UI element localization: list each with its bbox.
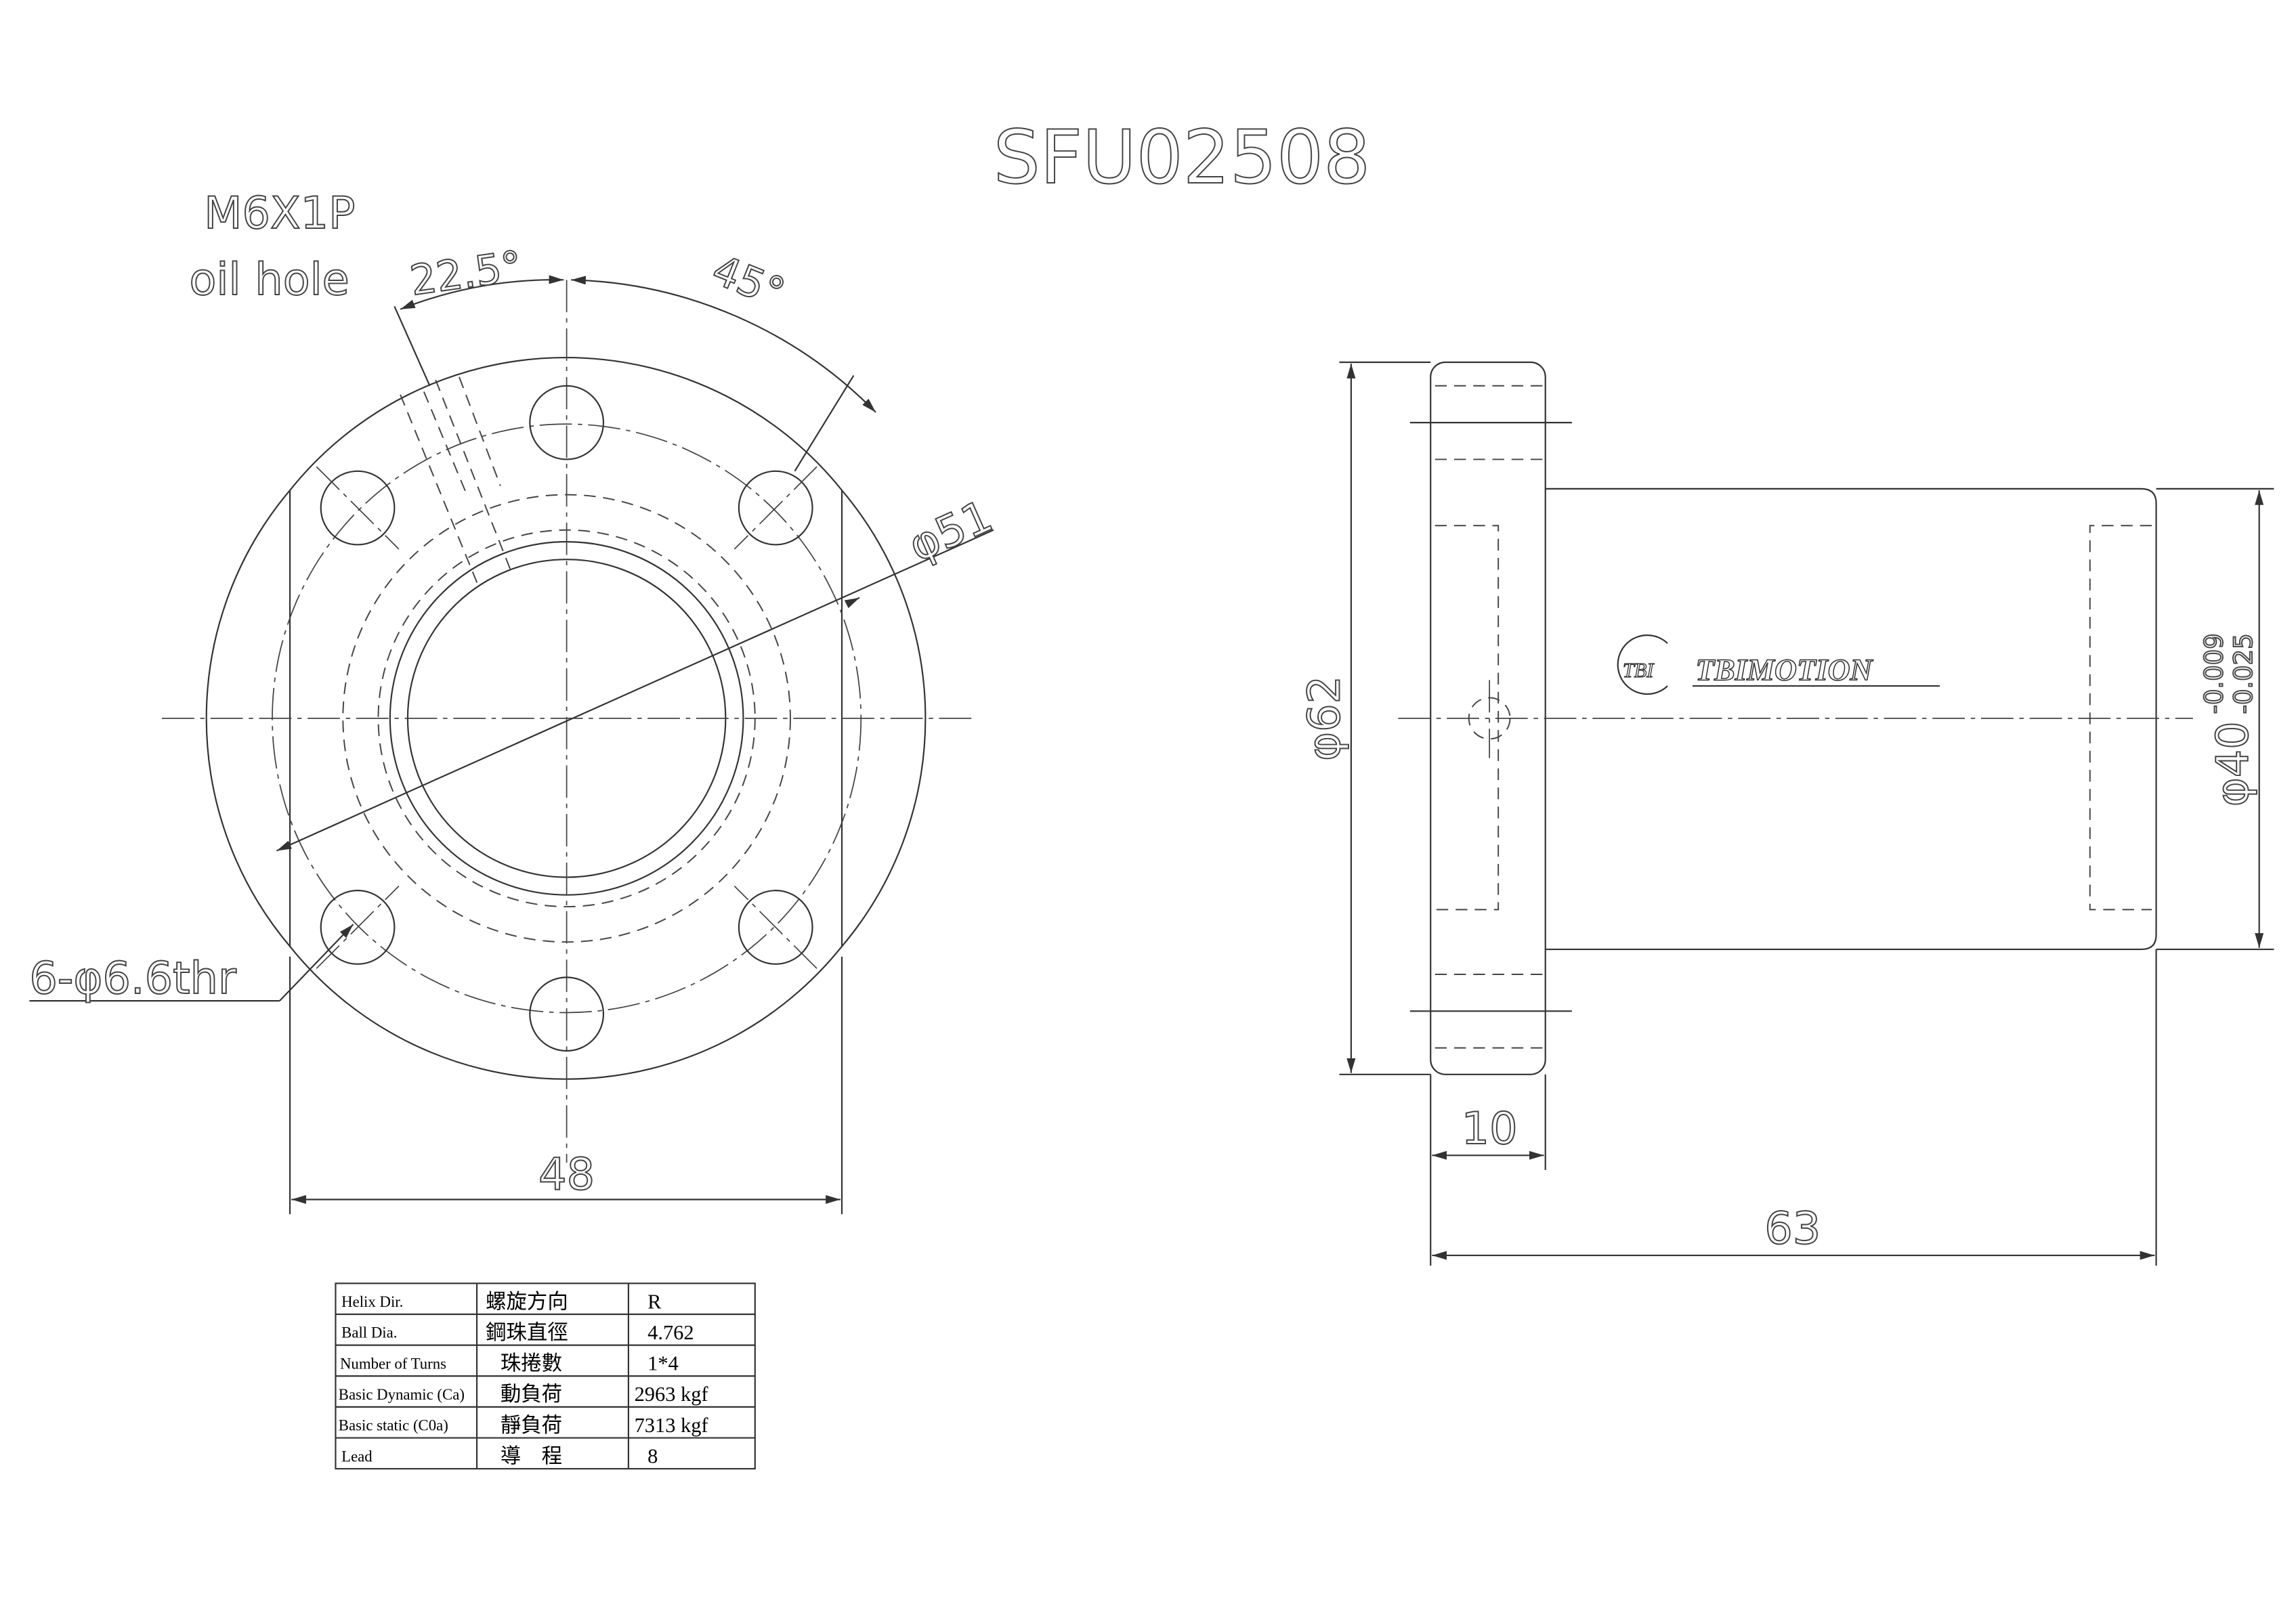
tol-lower: -0.025 [2229,633,2258,714]
side-view: TBI TBIMOTION φ62 10 63 φ40 -0.009 -0.02… [1298,361,2274,1266]
oil-hole [394,305,513,586]
mount-holes-label: 6-φ6.6thr [29,953,236,1004]
drawing-title: SFU02508 [994,114,1371,200]
bolt-holes [316,385,817,1052]
body-dia-label: φ40 [2207,721,2258,806]
flange-thick-label: 10 [1462,1103,1518,1154]
row-val: 1*4 [647,1352,679,1375]
logo-mark: TBI [1623,659,1655,682]
row-val: 4.762 [647,1321,694,1344]
row-en: Basic Dynamic (Ca) [339,1386,465,1403]
row-zh: 導 程 [501,1444,562,1467]
row-val: 2963 kgf [635,1383,709,1406]
bolt-circle-label: φ51 [901,490,1000,572]
angle-holes-label: 45° [706,246,791,318]
row-en: Number of Turns [340,1355,446,1372]
row-zh: 螺旋方向 [486,1290,568,1313]
spec-table: Helix Dir. 螺旋方向 R Ball Dia. 鋼珠直徑 4.762 N… [335,1282,756,1470]
row-en: Lead [341,1448,373,1465]
tbi-logo: TBI TBIMOTION [1617,634,1940,695]
front-view: M6X1P oil hole 22.5° 45° φ51 6-φ6.6thr 4… [28,187,1001,1215]
row-en: Basic static (C0a) [339,1417,448,1434]
oil-hole-thread: M6X1P [204,188,355,239]
row-zh: 靜負荷 [501,1414,562,1437]
row-zh: 動負荷 [501,1383,562,1406]
tol-upper: -0.009 [2199,633,2228,714]
oil-hole-label: oil hole [190,254,349,305]
flat-width-label: 48 [538,1148,595,1200]
length-label: 63 [1764,1203,1821,1255]
angle-oil-label: 22.5° [407,242,525,305]
row-val: 8 [647,1444,658,1467]
row-en: Ball Dia. [341,1324,397,1341]
logo-brand: TBIMOTION [1695,652,1873,687]
flange-dia-label: φ62 [1299,676,1351,761]
row-zh: 鋼珠直徑 [486,1321,568,1344]
row-val: R [647,1290,662,1313]
row-en: Helix Dir. [341,1293,403,1310]
row-zh: 珠捲數 [501,1352,562,1375]
row-val: 7313 kgf [635,1414,709,1437]
